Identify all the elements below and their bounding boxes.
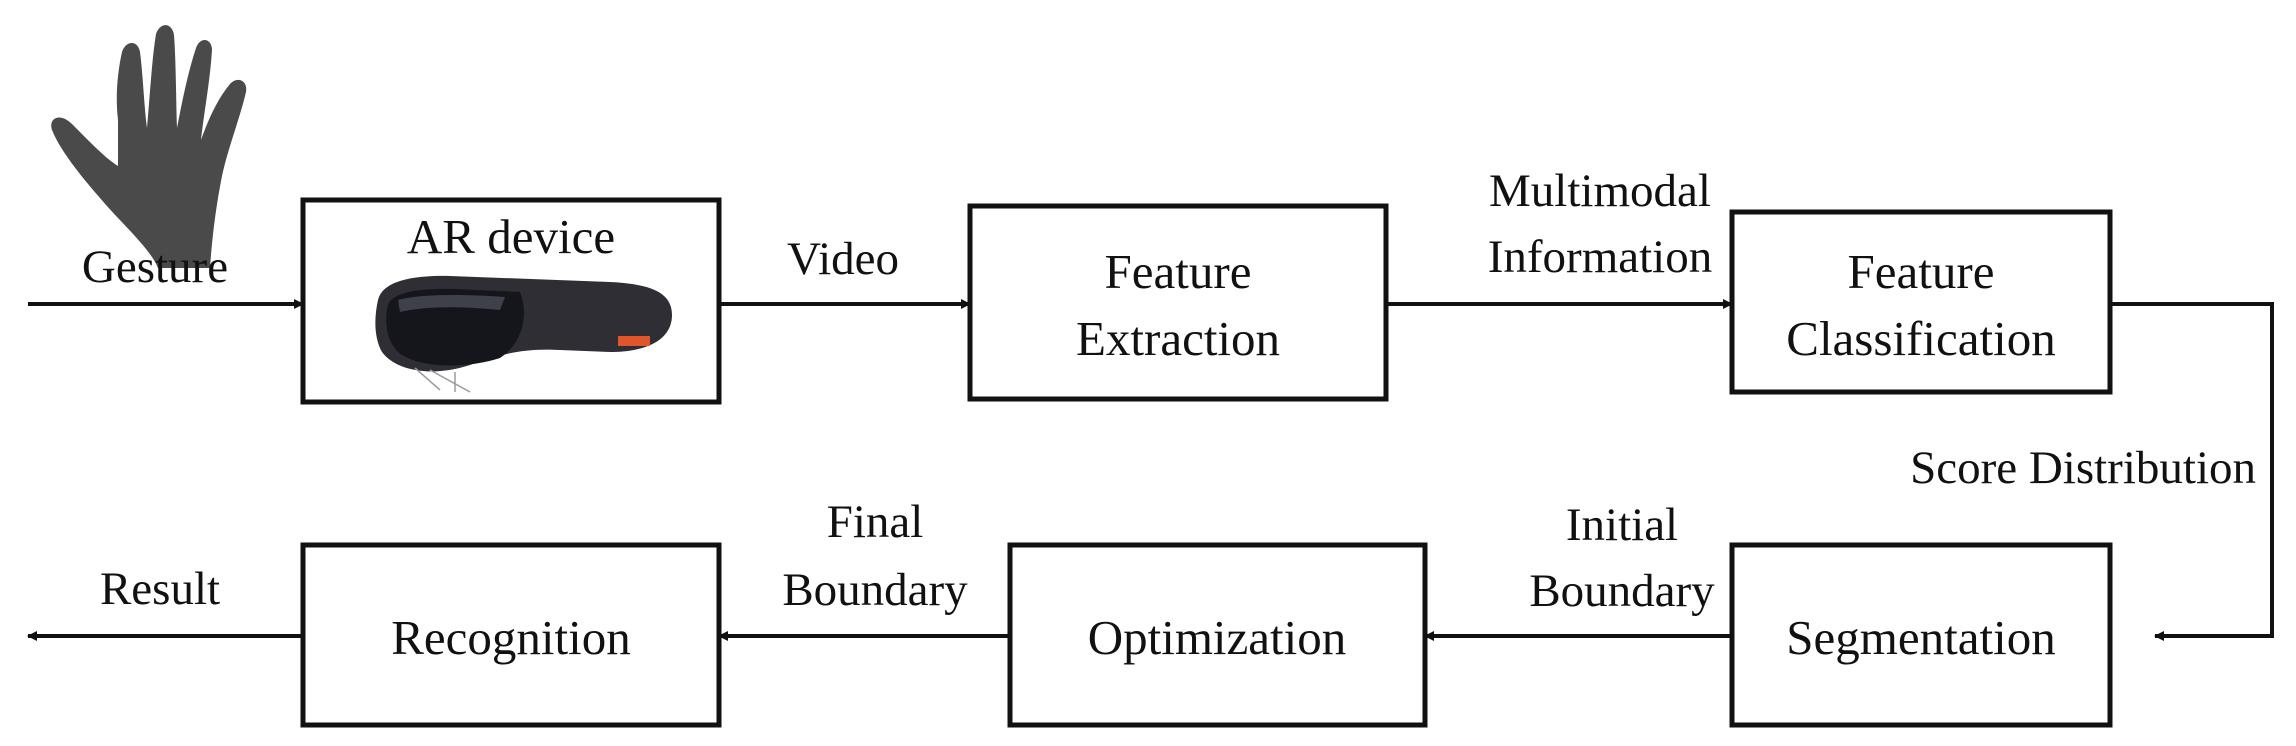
multimodal-label-line1: Multimodal <box>1489 165 1711 217</box>
feature-extraction-line2: Extraction <box>1076 311 1280 366</box>
hand-icon <box>51 25 247 269</box>
final-boundary-line1: Final <box>827 496 924 548</box>
video-label: Video <box>787 233 899 285</box>
feature-classification-line2: Classification <box>1786 311 2055 366</box>
feature-classification-line1: Feature <box>1848 244 1995 299</box>
initial-boundary-line1: Initial <box>1566 499 1678 551</box>
initial-boundary-line2: Boundary <box>1529 565 1715 617</box>
segmentation-label: Segmentation <box>1786 610 2055 665</box>
score-distribution-arrow <box>2110 302 2274 641</box>
gesture-label: Gesture <box>82 241 228 293</box>
recognition-node: Recognition <box>300 542 722 728</box>
result-label: Result <box>100 563 220 615</box>
ar-device-label: AR device <box>407 209 615 264</box>
segmentation-node: Segmentation <box>1729 542 2113 728</box>
ar-device-node: AR device <box>300 197 722 405</box>
optimization-label: Optimization <box>1088 610 1347 665</box>
feature-classification-node: Feature Classification <box>1729 209 2113 395</box>
optimization-node: Optimization <box>1007 542 1428 728</box>
ar-headset-icon <box>375 275 672 393</box>
final-boundary-line2: Boundary <box>782 564 968 616</box>
score-distribution-label: Score Distribution <box>1910 442 2256 494</box>
feature-extraction-node: Feature Extraction <box>967 203 1389 402</box>
multimodal-label-line2: Information <box>1488 231 1713 283</box>
recognition-label: Recognition <box>391 610 631 665</box>
feature-extraction-line1: Feature <box>1105 244 1252 299</box>
